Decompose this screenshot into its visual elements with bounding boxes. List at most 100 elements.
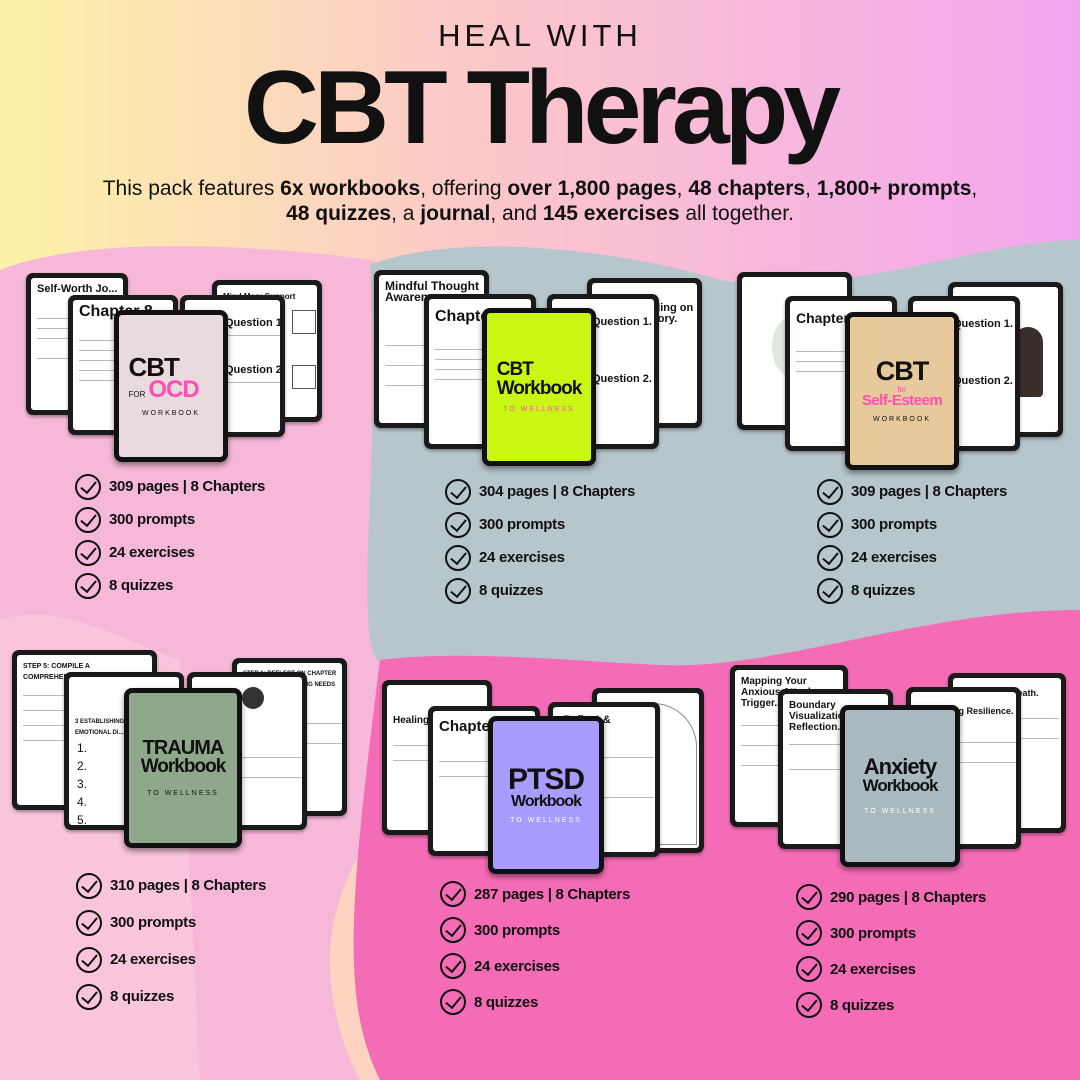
cover-tag: TO WELLNESS <box>503 405 575 413</box>
stat-pages: 309 pages | 8 Chapters <box>817 475 1007 508</box>
stat-label: 300 prompts <box>110 914 196 931</box>
stat-quizzes: 8 quizzes <box>445 574 635 607</box>
workbook-cover: PTSD Workbook TO WELLNESS <box>488 716 604 874</box>
subtitle-bold: journal <box>420 202 491 225</box>
page-title: CBT Therapy <box>243 50 841 166</box>
product-anxiety: Mapping Your Anxious Attachm... Trigger.… <box>728 665 1080 1065</box>
stat-label: 304 pages | 8 Chapters <box>479 483 636 500</box>
stat-prompts: 300 prompts <box>445 508 635 541</box>
stat-label: 24 exercises <box>109 544 195 561</box>
stat-quizzes: 8 quizzes <box>75 569 265 602</box>
stat-label: 24 exercises <box>851 549 937 566</box>
cover-title: CBT <box>875 356 929 387</box>
workbook-cover: Anxiety Workbook TO WELLNESS <box>840 705 960 867</box>
page-heading: Question 1. <box>592 316 652 328</box>
stat-prompts: 300 prompts <box>440 912 630 948</box>
stat-pages: 290 pages | 8 Chapters <box>796 879 986 915</box>
workbook-cover: CBT for Self-Esteem WORKBOOK <box>845 312 959 470</box>
stat-label: 300 prompts <box>109 511 195 528</box>
stats-list: 287 pages | 8 Chapters 300 prompts 24 ex… <box>440 876 630 1020</box>
stat-pages: 304 pages | 8 Chapters <box>445 475 635 508</box>
checkmark-icon <box>440 953 466 979</box>
stats-list: 309 pages | 8 Chapters 300 prompts 24 ex… <box>75 470 265 602</box>
stats-list: 304 pages | 8 Chapters 300 prompts 24 ex… <box>445 475 635 607</box>
page-heading: Chapter <box>435 308 496 325</box>
checkmark-icon <box>445 544 471 571</box>
cover-subtitle: Workbook <box>496 377 583 399</box>
cover-subtitle: OCD <box>148 376 199 404</box>
stat-prompts: 300 prompts <box>817 508 1007 541</box>
stat-exercises: 24 exercises <box>76 941 266 978</box>
product-cbt: Mindful Thought Awaren... Chapter Healin… <box>372 270 732 670</box>
checkmark-icon <box>75 572 101 599</box>
page-heading: Question 1. <box>225 317 280 329</box>
stat-pages: 309 pages | 8 Chapters <box>75 470 265 503</box>
checkmark-icon <box>75 506 101 533</box>
checkmark-icon <box>817 478 843 505</box>
stat-exercises: 24 exercises <box>445 541 635 574</box>
stat-label: 287 pages | 8 Chapters <box>474 885 631 903</box>
subtitle-text: , and <box>490 202 543 225</box>
page-heading: Question 2. <box>953 375 1013 387</box>
page-heading: Question 2. <box>592 373 652 385</box>
header-subtitle: This pack features 6x workbooks, offerin… <box>90 176 990 226</box>
stat-label: 8 quizzes <box>479 582 543 599</box>
checkmark-icon <box>76 872 102 899</box>
cover-tag: TO WELLNESS <box>147 790 219 798</box>
product-ocd: Self-Worth Jo... Chapter 8 Mind Map: Sup… <box>20 270 380 670</box>
subtitle-bold: 6x workbooks <box>280 177 421 200</box>
stat-pages: 287 pages | 8 Chapters <box>440 876 630 912</box>
product-ptsd: Healing Visu... Chapter Reflect & Identi… <box>380 678 740 1078</box>
checkmark-icon <box>796 956 822 982</box>
stat-label: 8 quizzes <box>110 988 174 1005</box>
page-heading: Question 1. <box>953 318 1013 330</box>
cover-tag: WORKBOOK <box>872 415 931 423</box>
stat-label: 24 exercises <box>479 549 565 566</box>
page-heading: ...g Resilience. <box>951 706 1014 716</box>
stat-quizzes: 8 quizzes <box>796 987 986 1023</box>
cover-subtitle: Workbook <box>511 793 582 811</box>
checkmark-icon <box>75 473 101 500</box>
cover-title-small: FOR <box>128 390 146 400</box>
stats-list: 309 pages | 8 Chapters 300 prompts 24 ex… <box>817 475 1007 607</box>
subtitle-text: This pack features <box>102 177 281 200</box>
subtitle-text: , a <box>391 202 421 225</box>
stat-label: 8 quizzes <box>830 996 894 1014</box>
page-heading: 3 ESTABLISHING A SAFE EMOTIONAL DI... <box>75 719 148 736</box>
page-heading: STEP 5: COMPILE A COMPREHENSIVE LIST <box>23 663 102 681</box>
subtitle-bold: over 1,800 pages <box>507 177 677 200</box>
stat-label: 309 pages | 8 Chapters <box>109 478 266 495</box>
subtitle-text: , <box>805 177 817 200</box>
stat-pages: 310 pages | 8 Chapters <box>76 867 266 904</box>
checkmark-icon <box>796 992 822 1018</box>
stat-exercises: 24 exercises <box>440 948 630 984</box>
cover-title: CBT <box>128 351 180 382</box>
page-heading: Healing Visu... <box>393 715 461 726</box>
stat-label: 300 prompts <box>479 516 565 533</box>
checkmark-icon <box>817 544 843 571</box>
checkmark-icon <box>796 920 822 946</box>
checkmark-icon <box>796 884 822 910</box>
stat-prompts: 300 prompts <box>796 915 986 951</box>
cover-title: PTSD <box>507 762 585 796</box>
stat-label: 310 pages | 8 Chapters <box>110 877 267 894</box>
subtitle-text: , <box>971 177 978 200</box>
subtitle-text: , <box>676 177 689 200</box>
header-kicker: HEAL WITH <box>438 18 642 53</box>
cover-tag: WORKBOOK <box>141 410 200 418</box>
checkmark-icon <box>440 881 466 907</box>
cover-title: Anxiety <box>863 753 937 779</box>
workbook-cover: TRAUMA Workbook TO WELLNESS <box>124 688 242 848</box>
checkmark-icon <box>445 511 471 538</box>
page-heading: Self-Worth Jo... <box>37 283 118 295</box>
cover-subtitle: Workbook <box>862 775 939 795</box>
page-heading: Boundary Visualization Reflection. <box>789 700 850 733</box>
checkmark-icon <box>76 983 102 1010</box>
stat-label: 300 prompts <box>830 924 916 942</box>
subtitle-text: , offering <box>420 177 508 200</box>
subtitle-bold: 48 chapters <box>688 177 806 200</box>
stat-label: 24 exercises <box>110 951 196 968</box>
stat-label: 8 quizzes <box>851 582 915 599</box>
checkmark-icon <box>817 577 843 604</box>
checkmark-icon <box>445 577 471 604</box>
